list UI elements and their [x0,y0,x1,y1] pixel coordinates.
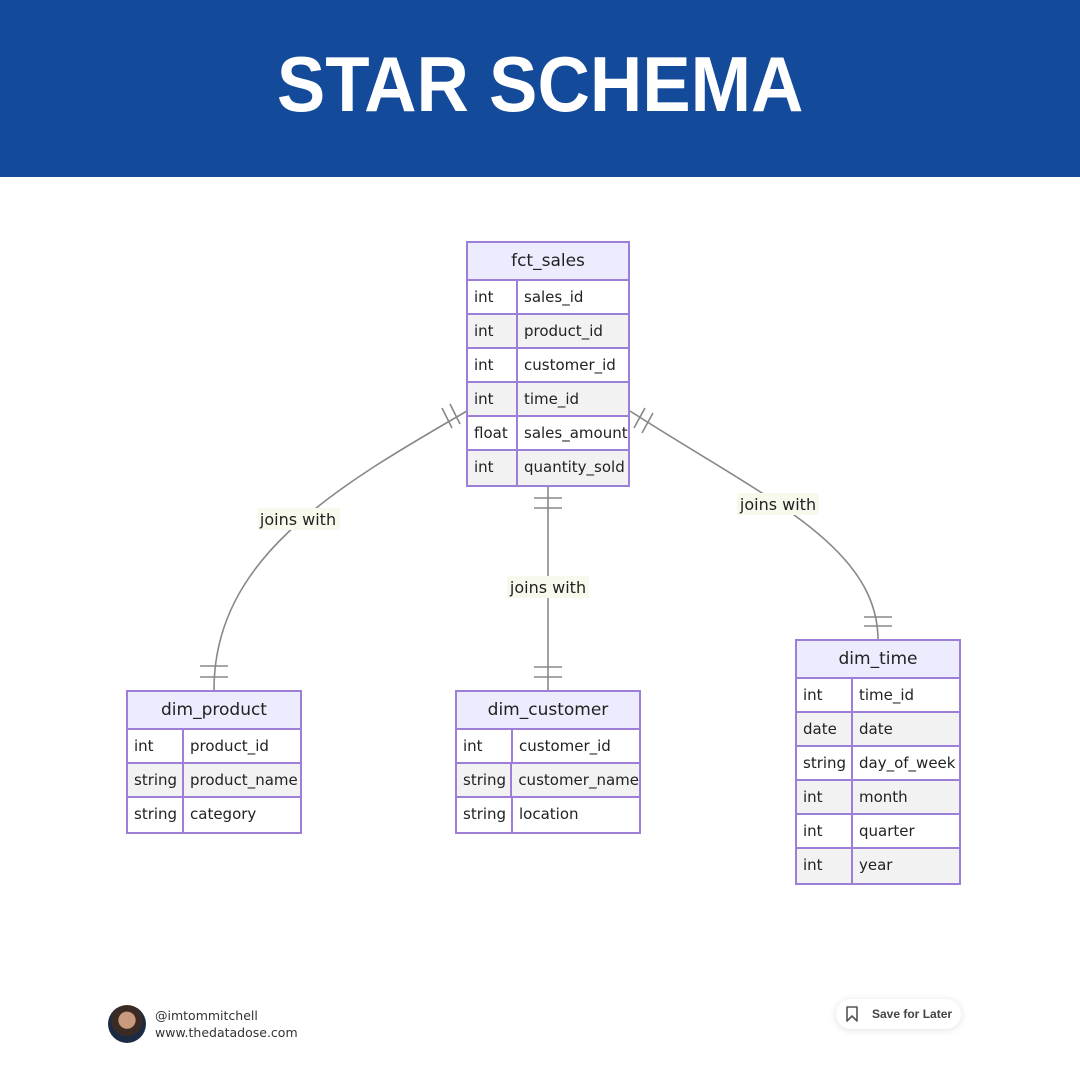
attribute-type: string [797,747,853,779]
attribute-name: sales_id [524,288,584,306]
attribute-name: product_id [524,322,603,340]
edge-label-product: joins with [259,510,336,529]
author-website[interactable]: www.thedatadose.com [155,1025,298,1040]
attribute-name: location [519,805,579,823]
attribute-row: int quarter [797,815,959,849]
bookmark-icon [838,999,866,1029]
edge-label-bg [737,493,819,515]
attribute-type: string [457,764,513,796]
attribute-row: string day_of_week [797,747,959,781]
attribute-name: time_id [859,686,915,704]
entity-dim-customer[interactable]: dim_customer int customer_id string custom… [455,690,641,834]
attribute-type: int [468,383,518,415]
attribute-row: int product_id [128,730,300,764]
attribute-name: year [859,856,893,874]
attribute-name: product_id [190,737,269,755]
entity-title: dim_time [797,641,959,679]
attribute-type: int [797,815,853,847]
attribute-row: string customer_name [457,764,639,798]
entity-dim-product[interactable]: dim_product int product_id string product_… [126,690,302,834]
author-handle[interactable]: @imtommitchell [155,1008,258,1023]
attribute-name: product_name [190,771,298,789]
save-for-later-button[interactable]: Save for Later [836,999,961,1029]
attribute-name: day_of_week [859,754,956,772]
attribute-type: int [468,451,518,485]
attribute-name: time_id [524,390,580,408]
attribute-type: int [468,349,518,381]
attribute-row: int month [797,781,959,815]
attribute-name: quantity_sold [524,458,625,476]
attribute-row: string product_name [128,764,300,798]
entity-dim-time[interactable]: dim_time int time_id date date string day_o… [795,639,961,885]
attribute-type: date [797,713,853,745]
entity-title: fct_sales [468,243,628,281]
attribute-type: int [457,730,513,762]
attribute-name: month [859,788,908,806]
entity-title: dim_customer [457,692,639,730]
attribute-type: string [128,798,184,832]
attribute-name: customer_name [518,771,639,789]
edge-label-bg [507,576,589,598]
attribute-row: int quantity_sold [468,451,628,485]
attribute-row: float sales_amount [468,417,628,451]
entity-title: dim_product [128,692,300,730]
attribute-name: date [859,720,893,738]
edge-fct-sales-dim-time [629,410,879,641]
attribute-type: float [468,417,518,449]
attribute-name: sales_amount [524,424,628,442]
edge-label-time: joins with [739,495,816,514]
author-profile[interactable]: @imtommitchell www.thedatadose.com [108,1005,298,1043]
avatar [108,1005,146,1043]
attribute-row: int customer_id [468,349,628,383]
edge-label-bg [258,508,340,530]
attribute-row: int customer_id [457,730,639,764]
attribute-name: quarter [859,822,915,840]
attribute-type: int [128,730,184,762]
attribute-row: int time_id [797,679,959,713]
cardinality-marker-one [534,497,562,678]
cardinality-marker-one [633,407,892,627]
attribute-type: int [797,679,853,711]
attribute-type: string [128,764,184,796]
attribute-row: int product_id [468,315,628,349]
attribute-row: string category [128,798,300,832]
attribute-row: date date [797,713,959,747]
attribute-row: int time_id [468,383,628,417]
attribute-name: category [190,805,257,823]
attribute-row: string location [457,798,639,832]
attribute-name: customer_id [519,737,611,755]
attribute-type: string [457,798,513,832]
title-banner: STAR SCHEMA [0,0,1080,177]
attribute-row: int sales_id [468,281,628,315]
attribute-type: int [797,781,853,813]
edge-label-customer: joins with [509,578,586,597]
attribute-name: customer_id [524,356,616,374]
edge-fct-sales-dim-product [213,410,468,691]
save-for-later-label: Save for Later [872,1007,953,1021]
cardinality-marker-one [200,403,461,678]
page-title: STAR SCHEMA [276,40,804,128]
attribute-type: int [797,849,853,883]
attribute-type: int [468,315,518,347]
attribute-type: int [468,281,518,313]
